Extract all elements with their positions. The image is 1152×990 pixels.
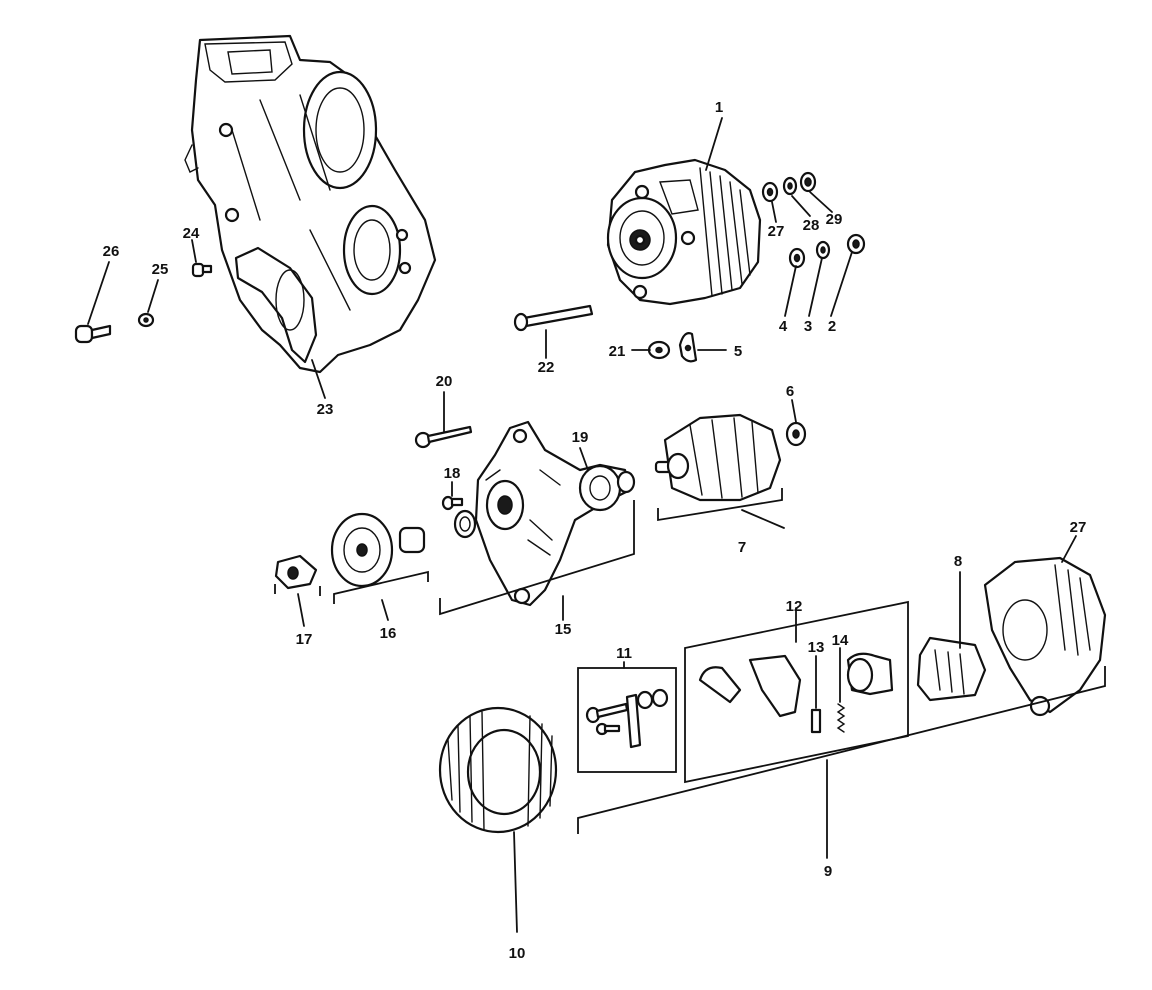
callout-5: 5 bbox=[734, 343, 742, 360]
bracket-7 bbox=[657, 488, 783, 522]
callout-20: 20 bbox=[436, 373, 453, 390]
spring-washer-3 bbox=[815, 240, 831, 260]
washer-25 bbox=[137, 312, 155, 328]
callout-3: 3 bbox=[804, 318, 812, 335]
nut-17 bbox=[274, 554, 318, 590]
nut-2 bbox=[846, 233, 866, 255]
callout-11: 11 bbox=[616, 645, 632, 662]
callout-28: 28 bbox=[803, 217, 820, 234]
pulley-16 bbox=[330, 512, 426, 588]
callout-19: 19 bbox=[572, 429, 589, 446]
callout-27-top: 27 bbox=[768, 223, 785, 240]
callout-8: 8 bbox=[954, 553, 962, 570]
callout-22: 22 bbox=[538, 359, 555, 376]
callout-2: 2 bbox=[828, 318, 836, 335]
callout-13: 13 bbox=[808, 639, 825, 656]
callout-9: 9 bbox=[824, 863, 832, 880]
callout-15: 15 bbox=[555, 621, 572, 638]
leader-lines bbox=[87, 117, 1077, 933]
bracket-15 bbox=[439, 500, 635, 616]
stator-10 bbox=[438, 706, 558, 834]
bracket-17 bbox=[274, 584, 321, 596]
callout-21: 21 bbox=[609, 343, 626, 360]
bracket-group bbox=[274, 488, 1106, 834]
box-11 bbox=[577, 667, 677, 773]
rear-end-frame-27 bbox=[983, 556, 1107, 717]
bracket-16 bbox=[333, 570, 429, 604]
spring-washer-28 bbox=[782, 176, 798, 196]
callout-1: 1 bbox=[715, 99, 723, 116]
screw-18 bbox=[441, 495, 464, 511]
callout-26: 26 bbox=[103, 243, 120, 260]
callout-7: 7 bbox=[738, 539, 746, 556]
timing-gear-case bbox=[184, 34, 437, 374]
brush-13 bbox=[810, 708, 822, 734]
bearing-6 bbox=[785, 421, 807, 447]
callout-14: 14 bbox=[832, 632, 849, 649]
nut-29 bbox=[799, 171, 817, 193]
callout-6: 6 bbox=[786, 383, 794, 400]
callout-17: 17 bbox=[296, 631, 313, 648]
callout-12: 12 bbox=[786, 598, 803, 615]
callout-16: 16 bbox=[380, 625, 397, 642]
brush-holder-set-12 bbox=[698, 652, 894, 718]
bolt-26 bbox=[74, 324, 112, 344]
through-bolt-22 bbox=[513, 304, 594, 332]
callout-10: 10 bbox=[509, 945, 526, 962]
spring-14 bbox=[836, 703, 846, 733]
rectifier-8 bbox=[916, 636, 987, 702]
callout-labels: 1 27 28 29 4 3 2 21 5 22 26 24 25 23 20 … bbox=[103, 99, 1087, 962]
callout-29: 29 bbox=[826, 211, 843, 228]
callout-25: 25 bbox=[152, 261, 169, 278]
bolt-24 bbox=[191, 262, 213, 278]
callout-23: 23 bbox=[317, 401, 334, 418]
terminal-kit-11 bbox=[585, 688, 669, 749]
bolt-20 bbox=[414, 425, 473, 449]
seal-ring bbox=[453, 509, 477, 539]
plate-5 bbox=[678, 332, 698, 363]
washer-27-top bbox=[761, 181, 779, 203]
rotor-7 bbox=[654, 413, 782, 502]
callout-27-rear: 27 bbox=[1070, 519, 1087, 536]
box-12 bbox=[684, 600, 909, 784]
alternator-assembly bbox=[606, 158, 762, 306]
drive-end-frame-15 bbox=[474, 420, 636, 607]
bracket-9 bbox=[577, 666, 1106, 834]
washer-4 bbox=[788, 247, 806, 269]
callout-24: 24 bbox=[183, 225, 200, 242]
callout-18: 18 bbox=[444, 465, 461, 482]
washer-21 bbox=[647, 340, 671, 360]
callout-4: 4 bbox=[779, 318, 788, 335]
